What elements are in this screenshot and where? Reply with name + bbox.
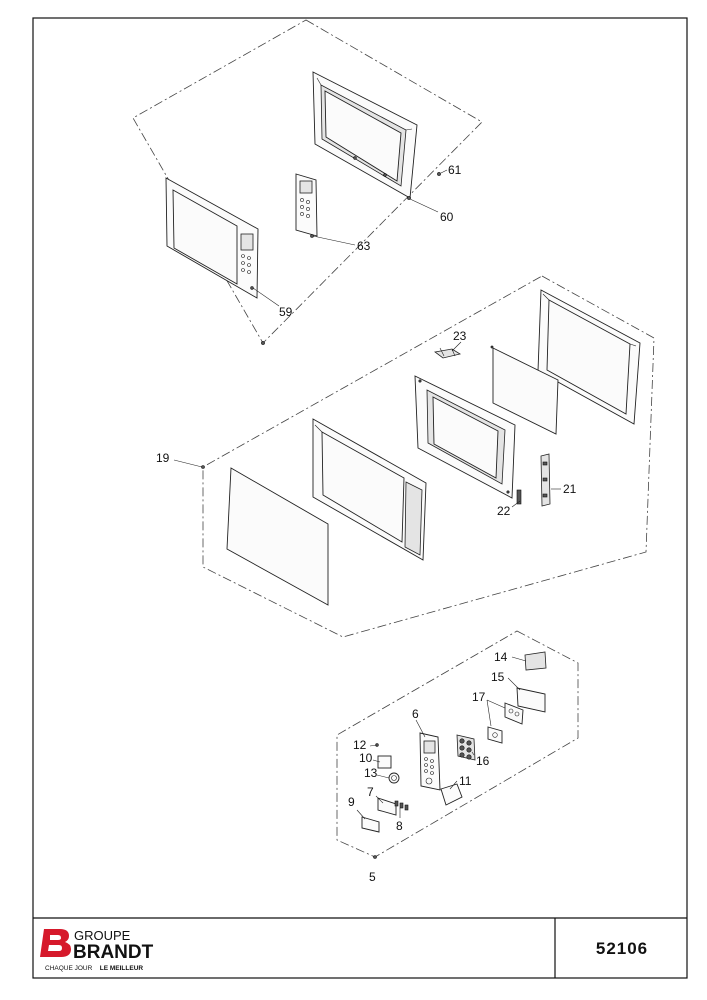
part-door-inner-glass [492, 347, 559, 435]
b-mark-shape [40, 929, 71, 957]
part-17-switch-plate [487, 702, 524, 744]
label-part-60: 60 [440, 210, 454, 224]
part-11-bracket [440, 783, 463, 806]
logo-group-word: GROUPE [74, 928, 131, 943]
part-13-knob [388, 772, 400, 784]
label-part-22: 22 [497, 504, 511, 518]
assembly-group-door: 23 19 21 22 [156, 275, 655, 638]
label-part-59: 59 [279, 305, 293, 319]
brandt-b-mark-icon [40, 929, 71, 957]
label-part-12: 12 [353, 738, 367, 752]
part-door-rear-panel [537, 289, 641, 425]
part-15-board [516, 687, 546, 713]
logo-tagline: CHAQUE JOUR LE MEILLEUR [45, 957, 143, 974]
part-8-springs [394, 800, 409, 811]
label-part-63: 63 [357, 239, 371, 253]
logo-tagline-start: CHAQUE JOUR [45, 965, 93, 972]
label-part-19: 19 [156, 451, 170, 465]
label-part-11: 11 [459, 774, 472, 788]
groupe-brandt-logo: GROUPE BRANDT CHAQUE JOUR LE MEILLEUR [40, 928, 154, 974]
sheet-border [32, 17, 688, 979]
label-part-16: 16 [476, 754, 490, 768]
part-10-window [377, 755, 392, 769]
assembly-group-trim: 61 60 63 59 [132, 19, 483, 345]
label-part-9: 9 [348, 795, 355, 809]
part-23-latch [434, 347, 462, 359]
label-part-10: 10 [359, 751, 373, 765]
label-part-5: 5 [369, 870, 376, 884]
label-part-8: 8 [396, 819, 403, 833]
part-61-screw [437, 172, 441, 176]
part-door-frame [414, 375, 516, 499]
part-59-front-frame [165, 177, 259, 299]
part-60-rear-frame [312, 71, 418, 200]
label-part-15: 15 [491, 670, 505, 684]
part-9-plate [361, 816, 380, 833]
label-part-6: 6 [412, 707, 419, 721]
part-door-outer [312, 418, 427, 561]
part-22-spring [516, 489, 522, 505]
part-14-board [524, 651, 547, 671]
label-part-13: 13 [364, 766, 378, 780]
logo-tagline-bold: LE MEILLEUR [100, 965, 144, 972]
logo-brand-word: BRANDT [73, 942, 154, 963]
assembly-group-controls: 14 15 17 6 12 10 13 16 11 7 9 8 5 [336, 630, 579, 884]
part-6-control-panel [419, 732, 441, 791]
part-21-hinge-bar [540, 453, 551, 507]
part-19-outer-glass [226, 467, 329, 606]
label-part-14: 14 [494, 650, 508, 664]
drawing-reference-number: 52106 [596, 939, 648, 958]
label-part-61: 61 [448, 163, 462, 177]
label-part-21: 21 [563, 482, 577, 496]
label-part-7: 7 [367, 785, 374, 799]
part-63-control-bracket [295, 173, 318, 238]
label-part-17: 17 [472, 690, 486, 704]
part-16-keypad [456, 734, 476, 761]
label-part-23: 23 [453, 329, 467, 343]
